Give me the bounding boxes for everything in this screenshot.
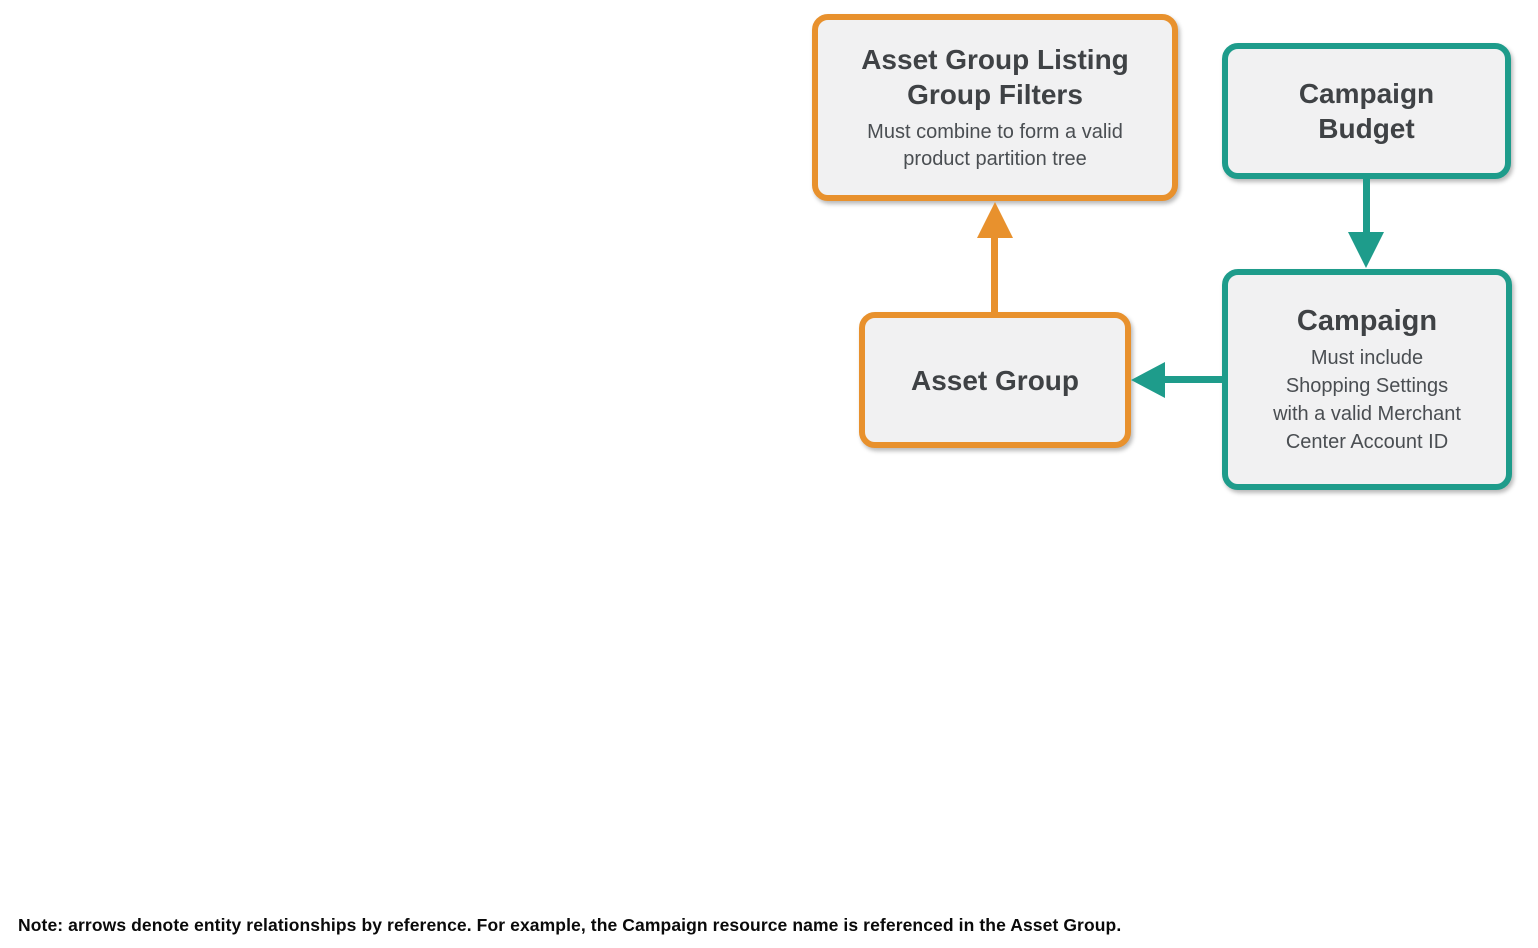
node-subtitle: Must combine to form a valid product par… — [867, 121, 1123, 170]
node-title: Asset Group — [910, 364, 1080, 396]
node-title: Campaign — [1296, 304, 1438, 337]
footnote: Note: arrows denote entity relationships… — [18, 915, 1122, 935]
node-subtitle: Must include Shopping Settings with a va… — [1273, 346, 1461, 453]
node-asset-group: Asset Group — [859, 312, 1131, 448]
arrow-campaign-to-assetgroup-line — [1163, 376, 1223, 383]
arrow-down-icon — [1348, 232, 1384, 268]
node-title: Campaign Budget — [1298, 78, 1435, 144]
node-campaign-budget: Campaign Budget — [1222, 43, 1511, 179]
arrow-up-icon — [977, 202, 1013, 238]
node-title: Asset Group Listing Group Filters — [861, 44, 1129, 110]
arrow-left-icon — [1131, 362, 1165, 398]
node-asset-group-listing-group-filters: Asset Group Listing Group Filters Must c… — [812, 14, 1178, 201]
node-campaign: Campaign Must include Shopping Settings … — [1222, 269, 1512, 490]
arrow-assetgroup-to-filters-line — [991, 234, 998, 312]
arrow-budget-to-campaign-line — [1363, 179, 1370, 235]
